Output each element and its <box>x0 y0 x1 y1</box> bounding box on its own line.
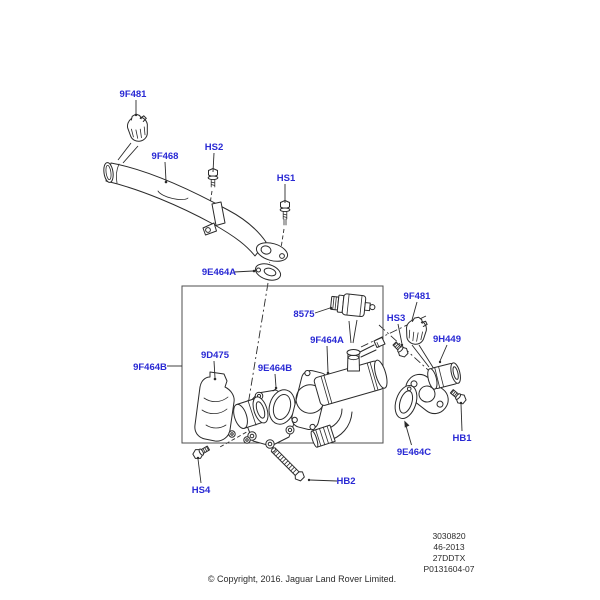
egr-pipe-drawing <box>103 162 267 257</box>
assembly-box <box>181 285 384 444</box>
callout-hs2[interactable]: HS2 <box>205 142 223 153</box>
egr-valve-drawing <box>194 371 235 442</box>
reference-block: 3030820 46-2013 27DDTX P0131604-07 <box>423 531 474 574</box>
hb2-bolt-drawing <box>270 447 305 482</box>
callout-9h449[interactable]: 9H449 <box>433 334 461 345</box>
hs4-bolt-drawing <box>191 443 212 462</box>
callout-hs3[interactable]: HS3 <box>387 313 405 324</box>
outlet-hose-drawing <box>427 362 461 390</box>
pipe-flange-drawing <box>255 242 289 262</box>
callout-9f464a[interactable]: 9F464A <box>310 335 344 346</box>
callout-9f481-right[interactable]: 9F481 <box>404 291 432 302</box>
copyright-notice: © Copyright, 2016. Jaguar Land Rover Lim… <box>208 574 396 584</box>
pipe-bracket-drawing <box>202 201 226 236</box>
callout-9f481-top[interactable]: 9F481 <box>120 89 148 100</box>
outlet-gasket-drawing <box>394 385 418 419</box>
reference-line: P0131604-07 <box>423 564 474 574</box>
callout-9f464b[interactable]: 9F464B <box>133 362 167 373</box>
reference-line: 3030820 <box>432 531 465 541</box>
leader-lines <box>134 100 463 484</box>
assembly-bolt-heads-drawing <box>228 430 251 444</box>
callout-9e464c[interactable]: 9E464C <box>397 447 431 458</box>
reference-line: 46-2013 <box>433 542 464 552</box>
callout-9e464a[interactable]: 9E464A <box>202 267 236 278</box>
reference-line: 27DDTX <box>433 553 466 563</box>
upper-gasket-drawing <box>254 263 282 281</box>
outlet-flange-drawing <box>405 373 449 415</box>
callout-hb1[interactable]: HB1 <box>452 433 472 444</box>
hs3-bolt-drawing <box>390 339 411 360</box>
callout-hs1[interactable]: HS1 <box>277 173 296 184</box>
solenoid-valve-drawing <box>330 293 376 344</box>
hose-clamp-right-drawing <box>403 315 435 370</box>
callout-8575[interactable]: 8575 <box>293 309 315 320</box>
callout-9e464b[interactable]: 9E464B <box>258 363 292 374</box>
egr-cooler-drawing <box>310 337 388 448</box>
hs1-bolt-drawing <box>279 200 291 226</box>
callout-hs4[interactable]: HS4 <box>192 485 211 496</box>
hose-clamp-top-drawing <box>117 111 151 164</box>
callout-hb2[interactable]: HB2 <box>336 476 355 487</box>
callout-9f468[interactable]: 9F468 <box>152 151 179 162</box>
valve-actuator-drawing <box>233 396 269 429</box>
callout-9d475[interactable]: 9D475 <box>201 350 230 361</box>
hb1-bolt-drawing <box>448 386 469 407</box>
